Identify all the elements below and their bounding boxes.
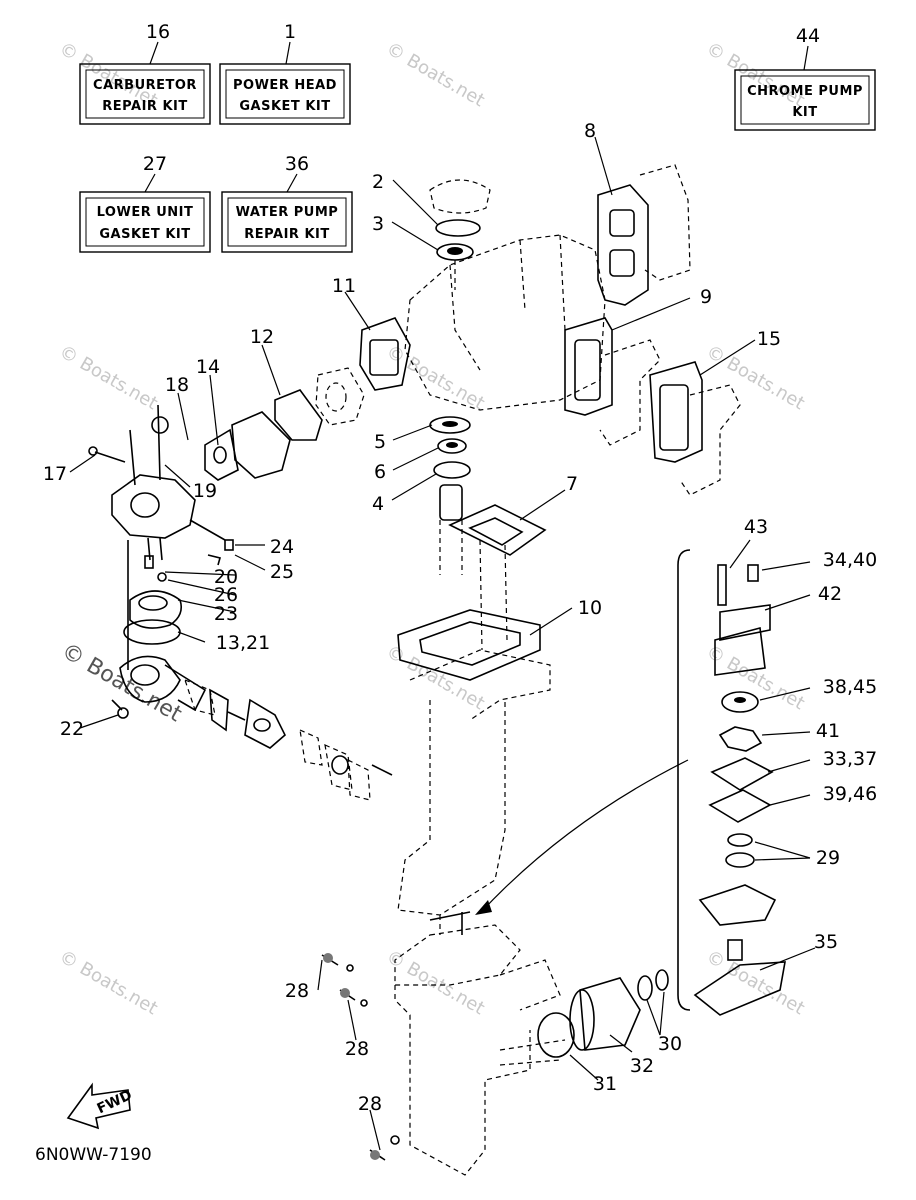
- callout-label: 28: [358, 1093, 382, 1115]
- callout-label: 23: [214, 603, 238, 625]
- kit-number: 1: [284, 21, 296, 43]
- callout-label: 18: [165, 374, 189, 396]
- power-head-parts: [204, 164, 741, 496]
- watermark: © Boats.net: [383, 641, 489, 714]
- watermark: © Boats.net: [703, 641, 809, 714]
- callout-label: 39,46: [823, 783, 877, 805]
- callout-label: 7: [566, 473, 578, 495]
- lower-unit: [321, 911, 669, 1176]
- kit-label: REPAIR KIT: [244, 227, 329, 242]
- kit-number: 16: [146, 21, 170, 43]
- diagram-code: 6N0WW-7190: [35, 1145, 152, 1165]
- callout-label: 3: [372, 213, 384, 235]
- callout-label: 34,40: [823, 549, 877, 571]
- fwd-arrow: FWD: [66, 1082, 135, 1130]
- callout-label: 30: [658, 1033, 682, 1055]
- kit-label: KIT: [792, 105, 817, 120]
- kit-box: [734, 69, 876, 131]
- watermark: © Boats.net: [56, 946, 162, 1019]
- kit-label: POWER HEAD: [233, 78, 337, 93]
- kit-box: [219, 63, 351, 125]
- callout-label: 25: [270, 561, 294, 583]
- callout-label: 19: [193, 480, 217, 502]
- kit-label: GASKET KIT: [99, 227, 190, 242]
- callout-label: 6: [374, 461, 386, 483]
- callout-label: 14: [196, 356, 220, 378]
- callout-label: 10: [578, 597, 602, 619]
- kit-label: REPAIR KIT: [102, 99, 187, 114]
- callout-label: 28: [345, 1038, 369, 1060]
- callout-label: 35: [814, 931, 838, 953]
- kit-box: [79, 191, 211, 253]
- kit-number: 36: [285, 153, 309, 175]
- callout-label: 32: [630, 1055, 654, 1077]
- kit-label: WATER PUMP: [236, 205, 339, 220]
- callout-label: 2: [372, 171, 384, 193]
- kit-number: 27: [143, 153, 167, 175]
- watermarks: © Boats.net © Boats.net © Boats.net © Bo…: [56, 38, 809, 1019]
- callout-label: 17: [43, 463, 67, 485]
- watermark-large: © Boats.net: [57, 639, 186, 728]
- callout-label: 28: [285, 980, 309, 1002]
- callout-label: 8: [584, 120, 596, 142]
- kit-label: CARBURETOR: [93, 78, 197, 93]
- callout-label: 4: [372, 493, 384, 515]
- kit-label: LOWER UNIT: [97, 205, 194, 220]
- kit-number: 44: [796, 25, 820, 47]
- driveshaft-housing: [397, 484, 551, 935]
- kit-label: GASKET KIT: [239, 99, 330, 114]
- callout-label: 13,21: [216, 632, 270, 654]
- callout-label: 11: [332, 275, 356, 297]
- water-pump-parts: [475, 549, 786, 1016]
- callout-label: 22: [60, 718, 84, 740]
- carburetor-parts: [88, 404, 234, 670]
- callout-label: 43: [744, 516, 768, 538]
- watermark: © Boats.net: [383, 946, 489, 1019]
- watermark: © Boats.net: [56, 341, 162, 414]
- callout-label: 24: [270, 536, 294, 558]
- callout-label: 38,45: [823, 676, 877, 698]
- callout-label: 12: [250, 326, 274, 348]
- callout-label: 33,37: [823, 748, 877, 770]
- kit-boxes: 16 CARBURETOR REPAIR KIT 1 POWER HEAD GA…: [79, 21, 876, 253]
- callout-label: 9: [700, 286, 712, 308]
- kit-label: CHROME PUMP: [747, 84, 863, 99]
- callout-label: 26: [214, 584, 238, 606]
- watermark: © Boats.net: [383, 38, 489, 111]
- watermark: © Boats.net: [703, 341, 809, 414]
- intake-parts: [111, 655, 393, 801]
- callout-label: 31: [593, 1073, 617, 1095]
- callout-label: 15: [757, 328, 781, 350]
- callout-label: 5: [374, 431, 386, 453]
- callout-label: 20: [214, 566, 238, 588]
- kit-box: [221, 191, 353, 253]
- watermark: © Boats.net: [703, 38, 809, 111]
- callout-label: 41: [816, 720, 840, 742]
- callout-label: 42: [818, 583, 842, 605]
- kit-box: [79, 63, 211, 125]
- callout-label: 29: [816, 847, 840, 869]
- leader-lines: [69, 136, 816, 1151]
- callout-numbers: 2 3 8 11 9 15 12 14 18 17 19 5 6 4 7 24 …: [43, 120, 877, 1115]
